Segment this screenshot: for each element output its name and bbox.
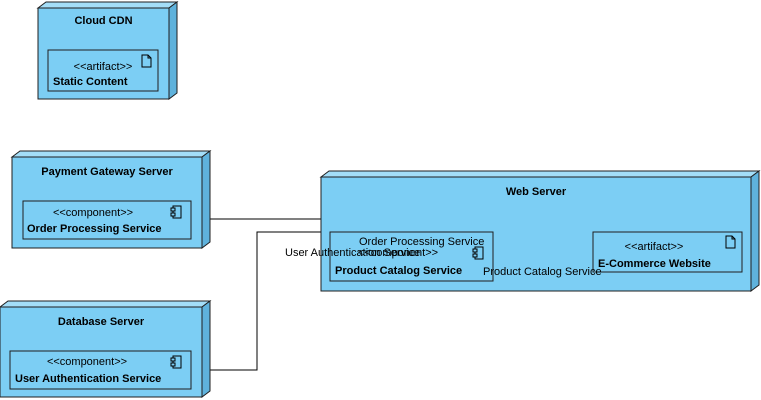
node-side-face (168, 1, 178, 100)
node-side-face (750, 170, 760, 292)
label-user-authentication: User Authentication Service (285, 247, 420, 259)
label-order-processing: Order Processing Service (359, 236, 484, 248)
component-name: Order Processing Service (27, 223, 162, 235)
artifact-stereotype: <<artifact>> (625, 241, 684, 253)
node-cloud-cdn[interactable]: Cloud CDN <<artifact>> Static Content (36, 1, 179, 100)
node-top-face (10, 150, 212, 158)
artifact-static-content[interactable]: <<artifact>> Static Content (47, 49, 159, 92)
component-box (9, 350, 192, 390)
node-title: Database Server (58, 316, 145, 328)
document-icon (725, 235, 736, 249)
node-top-face (319, 170, 761, 178)
component-icon (472, 246, 484, 260)
component-user-authentication-service[interactable]: <<component>> User Authentication Servic… (9, 350, 192, 390)
document-icon (141, 54, 152, 68)
component-box (329, 231, 494, 282)
node-web-server[interactable]: Web Server <<component>> Product Catalog… (319, 170, 761, 292)
artifact-stereotype: <<artifact>> (74, 61, 133, 73)
node-title: Web Server (506, 186, 567, 198)
artifact-name: E-Commerce Website (598, 258, 711, 270)
component-name: User Authentication Service (15, 373, 161, 385)
artifact-name: Static Content (53, 76, 128, 88)
artifact-box (592, 231, 743, 273)
component-order-processing-service[interactable]: <<component>> Order Processing Service (22, 200, 192, 240)
node-top-face (0, 300, 212, 308)
node-title: Payment Gateway Server (41, 166, 173, 178)
component-box (22, 200, 192, 240)
component-stereotype: <<component>> (358, 247, 438, 259)
node-side-face (201, 150, 211, 249)
component-name: Product Catalog Service (335, 265, 462, 277)
component-stereotype: <<component>> (47, 356, 127, 368)
component-product-catalog-service[interactable]: <<component>> Product Catalog Service (329, 231, 494, 282)
label-product-catalog: Product Catalog Service (483, 266, 602, 278)
component-icon (170, 205, 182, 219)
node-database-server[interactable]: Database Server <<component>> User Authe… (0, 300, 212, 398)
component-icon (170, 355, 182, 369)
connector-labels: Order Processing Service User Authentica… (285, 236, 602, 278)
artifact-box (47, 49, 159, 92)
node-side-face (201, 300, 211, 398)
node-top-face (36, 1, 179, 9)
component-stereotype: <<component>> (53, 207, 133, 219)
connector-user-authentication[interactable] (191, 231, 330, 371)
artifact-e-commerce-website[interactable]: <<artifact>> E-Commerce Website (592, 231, 743, 273)
node-payment-gateway-server[interactable]: Payment Gateway Server <<component>> Ord… (10, 150, 212, 249)
node-title: Cloud CDN (74, 15, 132, 27)
